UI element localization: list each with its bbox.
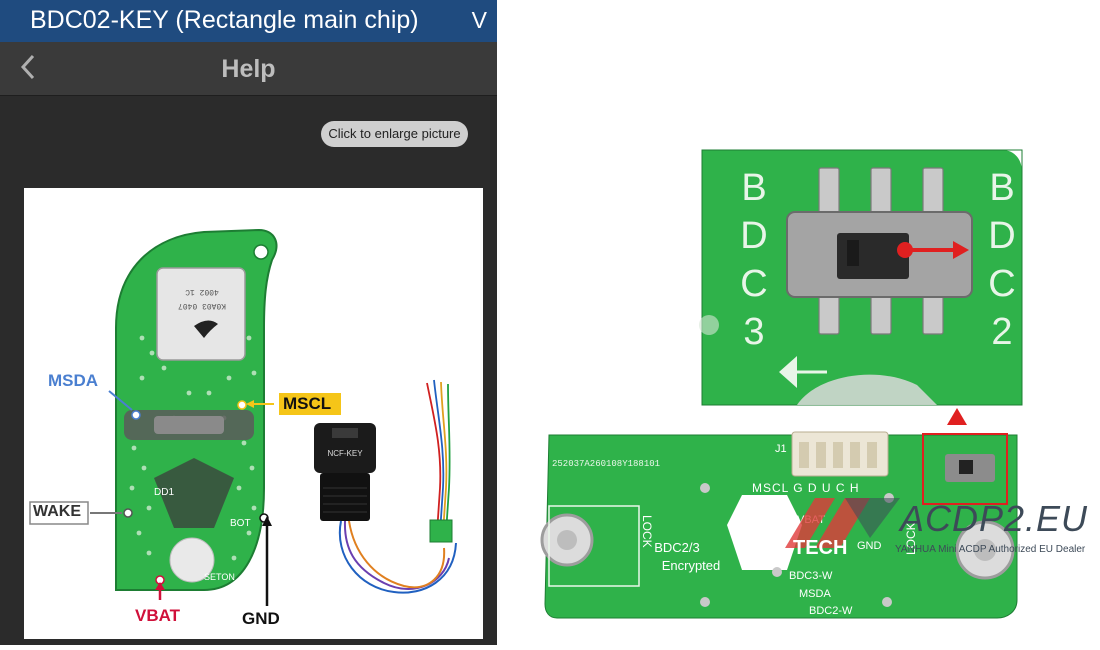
board-mark-bot: BOT [230,518,251,529]
app-title-bar: BDC02-KEY (Rectangle main chip) V [0,0,497,42]
watermark-brand: ACDP2.EU [900,498,1089,539]
phone-screen: BDC02-KEY (Rectangle main chip) V Help C… [0,0,497,645]
board-logo-line2: Encrypted [662,558,721,573]
page-title: Help [221,55,276,83]
watermark-logo: TECH [793,537,847,558]
watermark-tagline: YANHUA Mini ACDP Authorized EU Dealer [895,544,1086,555]
board-lock-right: LOCK [904,522,918,555]
switch-right-2: 2 [991,311,1012,353]
switch-right-d: D [988,215,1015,257]
board-bdc2w: BDC2-W [809,605,853,617]
switch-left-d: D [740,215,767,257]
board-logo-line1: BDC2/3 [654,540,700,555]
board-bdc3w: BDC3-W [789,570,833,582]
chip-text-1: 4002 1C [185,287,219,296]
chip-text-2: K0A03 0407 [178,301,226,310]
board-serial: 252037A260108Y188101 [552,459,660,469]
key-board-illustration: 4002 1C K0A03 0407 DD1 BOT SETON [29,228,457,606]
switch-left-c: C [740,263,767,305]
board-gnd: GND [857,540,882,552]
board-lock-left: LOCK [640,515,654,548]
help-header: Help [0,42,497,96]
adapter-label: NCF-KEY [327,449,363,458]
switch-left-3: 3 [743,311,764,353]
back-arrow-icon[interactable] [14,52,44,82]
board-mark-seton: SETON [204,572,235,582]
board-j1: J1 [775,443,787,455]
bdc-board-photo: B D C 3 B D C 2 J1 252037A260108Y188101 … [497,0,1100,645]
board-pin-row: MSCL G D U C H [752,481,860,495]
mscl-label: MSCL [283,394,332,413]
gnd-label: GND [242,609,280,628]
enlarge-picture-button[interactable]: Click to enlarge picture [321,121,468,147]
msda-label: MSDA [48,371,99,390]
wake-label: WAKE [33,503,81,520]
switch-right-c: C [988,263,1015,305]
board-msda: MSDA [799,588,831,600]
dealer-watermark: TECH ACDP2.EU YANHUA Mini ACDP Authorize… [775,488,1087,563]
board-mark-dd1: DD1 [154,487,174,498]
yanhua-logo-icon: TECH [785,498,900,559]
switch-right-b: B [989,167,1014,209]
vbat-label: VBAT [135,606,181,625]
title-menu-button[interactable]: V [471,7,487,33]
switch-left-b: B [741,167,766,209]
bdc-board-illustration: B D C 3 B D C 2 J1 252037A260108Y188101 … [540,149,1023,619]
app-title: BDC02-KEY (Rectangle main chip) [30,6,419,34]
wiring-diagram-image[interactable]: 4002 1C K0A03 0407 DD1 BOT SETON [24,188,483,639]
